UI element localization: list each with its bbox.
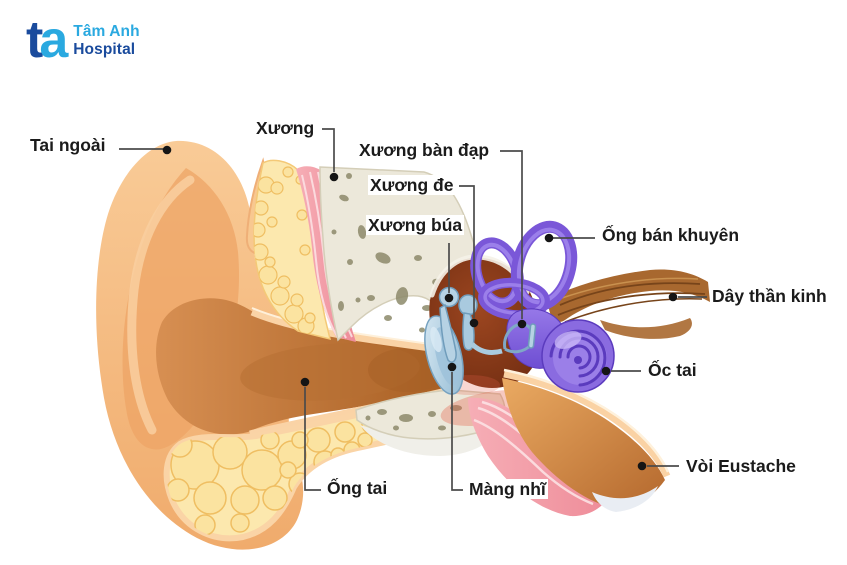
malleus-handle bbox=[439, 303, 457, 363]
leader-dot-malleus bbox=[444, 293, 454, 303]
tube-interior bbox=[502, 378, 665, 509]
label-eustachian-tube: Vòi Eustache bbox=[684, 456, 798, 477]
leader-lines bbox=[119, 128, 707, 491]
stapes-footplate bbox=[527, 323, 537, 349]
tube-top-skin-highlight bbox=[503, 368, 670, 473]
logo-monogram: ta bbox=[26, 14, 68, 66]
leader-line-bone bbox=[322, 128, 335, 172]
leader-dot-eardrum bbox=[447, 362, 457, 372]
logo-monogram-a: a bbox=[39, 11, 68, 69]
leader-line-ear-canal bbox=[304, 387, 321, 491]
leader-line-eardrum bbox=[451, 372, 463, 491]
leader-dots bbox=[162, 145, 678, 471]
eustachian-tube bbox=[502, 368, 671, 512]
leader-dot-ear-canal bbox=[300, 377, 310, 387]
hospital-logo: ta Tâm Anh Hospital bbox=[26, 14, 140, 66]
logo-name: Tâm Anh Hospital bbox=[73, 23, 139, 58]
lower-bone-spots bbox=[365, 401, 493, 431]
nerve-lower-strand bbox=[600, 318, 692, 339]
auditory-nerve bbox=[548, 269, 710, 339]
label-outer-ear: Tai ngoài bbox=[28, 135, 108, 156]
label-eardrum: Màng nhĩ bbox=[467, 479, 548, 500]
cochlea bbox=[541, 319, 615, 393]
leader-dot-stapes bbox=[517, 319, 527, 329]
leader-dot-incus bbox=[469, 318, 479, 328]
label-semicircular-canals: Ống bán khuyên bbox=[600, 225, 742, 246]
leader-line-stapes bbox=[500, 150, 523, 319]
label-cochlea: Ốc tai bbox=[646, 360, 699, 381]
leader-dot-bone bbox=[329, 172, 339, 182]
label-ear-canal: Ống tai bbox=[325, 478, 390, 499]
label-auditory-nerve: Dây thần kinh bbox=[710, 286, 829, 307]
logo-name-line2: Hospital bbox=[73, 40, 136, 58]
label-stapes: Xương bàn đạp bbox=[357, 140, 492, 161]
eardrum-highlight bbox=[430, 326, 442, 353]
incus-stapes-strand bbox=[470, 342, 503, 355]
leader-dot-outer-ear bbox=[162, 145, 172, 155]
tube-top-skin bbox=[503, 370, 671, 478]
label-incus: Xương đe bbox=[368, 175, 456, 196]
leader-dot-auditory-nerve bbox=[668, 292, 678, 302]
cochlea-highlight bbox=[554, 331, 582, 349]
leader-dot-cochlea bbox=[601, 366, 611, 376]
label-malleus: Xương búa bbox=[366, 215, 465, 236]
leader-dot-eustachian-tube bbox=[637, 461, 647, 471]
flap-fat-bubbles bbox=[253, 166, 316, 335]
leader-dot-semicircular-canals bbox=[544, 233, 554, 243]
leader-line-incus bbox=[459, 185, 475, 318]
pinna-ridge-highlight bbox=[127, 175, 195, 435]
nerve-fibers bbox=[557, 277, 706, 323]
logo-name-line1: Tâm Anh bbox=[73, 23, 140, 41]
label-bone: Xương bbox=[254, 118, 317, 139]
lower-bone-underlay bbox=[360, 425, 498, 456]
tube-cartilage-sliver bbox=[592, 486, 658, 512]
logo-monogram-t: t bbox=[26, 11, 43, 69]
